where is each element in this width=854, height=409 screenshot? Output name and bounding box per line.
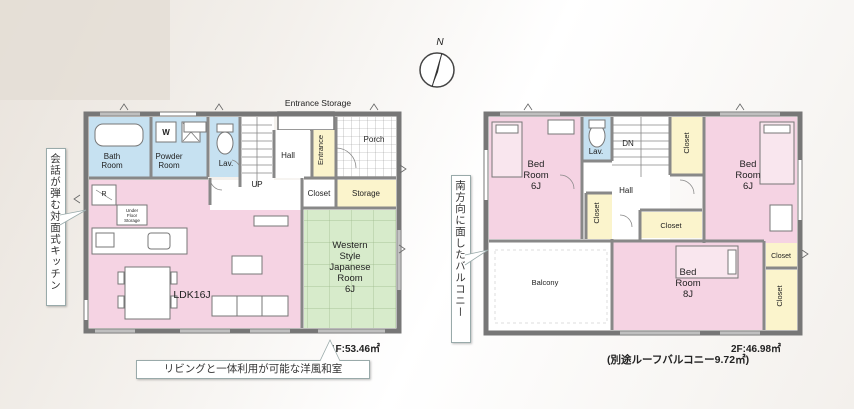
closet-1f	[304, 180, 336, 208]
floor2-plan	[483, 103, 809, 336]
hall-label-2f: Hall	[619, 186, 633, 195]
floor1-area: 1F:53.46㎡	[330, 344, 381, 355]
balcony-callout: 南方向に面したバルコニー	[451, 175, 471, 343]
under-floor-storage	[116, 204, 148, 226]
tv-board	[253, 215, 289, 227]
bed-left-label-3: 6J	[531, 181, 541, 192]
closet-label-2f-middle: Closet	[660, 221, 682, 230]
sink	[147, 232, 171, 250]
lav-label-2f: Lav.	[589, 147, 604, 156]
entrance-1f	[312, 130, 336, 178]
bath-label-2: Room	[101, 161, 123, 170]
japanese-room	[304, 210, 396, 328]
compass-label: N	[436, 37, 444, 48]
washer-label: W	[162, 128, 170, 137]
closet-label-2f-right-top: Closet	[771, 253, 791, 260]
bed-right-label-2: Room	[735, 170, 760, 181]
storage-1f	[336, 180, 396, 208]
desk-2f-right	[769, 204, 793, 232]
closet-label-2f-right-bottom: Closet	[775, 284, 784, 306]
living-callout: リビングと一体利用が可能な洋風和室	[136, 360, 370, 379]
up-label: UP	[251, 180, 262, 189]
closet-2f-left	[586, 193, 612, 239]
sofa	[211, 295, 289, 317]
vanity	[183, 121, 207, 133]
japanese-label-5: 6J	[345, 284, 355, 295]
desk-2f-left	[547, 119, 575, 135]
japanese-label-4: Room	[337, 273, 362, 284]
ldk-label: LDK16J	[173, 289, 210, 301]
closet-label-2f-left: Closet	[592, 201, 601, 223]
bed-lower-label-1: Bed	[680, 267, 697, 278]
roof-balcony-note: (別途ルーフバルコニー9.72㎡)	[607, 354, 750, 366]
dn-label: DN	[622, 139, 634, 148]
closet-label-1f: Closet	[308, 189, 331, 198]
closet-2f-right-bottom	[766, 270, 797, 330]
dining-table	[124, 266, 171, 320]
floor2-area: 2F:46.98㎡	[731, 344, 782, 355]
under-floor-label-3: Storage	[124, 218, 140, 223]
floor1-plan	[73, 103, 407, 334]
japanese-label-2: Style	[339, 251, 360, 262]
washer	[155, 121, 177, 143]
toilet-1f	[216, 131, 234, 155]
bed-lower-label-3: 8J	[683, 289, 693, 300]
coffee-table	[231, 255, 263, 275]
stairs-1f	[242, 117, 272, 187]
stairs-2f	[612, 117, 670, 177]
storage-label-1f: Storage	[352, 189, 381, 198]
closet-2f-right-top	[766, 243, 797, 268]
under-floor-label-1: Under	[126, 208, 139, 213]
balcony-label: Balcony	[532, 278, 559, 287]
lav-label-1f: Lav.	[219, 159, 234, 168]
closet-label-2f-top: Closet	[682, 131, 691, 153]
bathtub	[94, 123, 144, 147]
compass	[419, 52, 455, 88]
japanese-label-1: Western	[332, 240, 367, 251]
closet-2f-top	[670, 117, 704, 175]
kitchen-callout: 会話が弾む対面式キッチン	[46, 148, 66, 306]
closet-2f-middle	[640, 212, 702, 238]
powder-label-2: Room	[158, 161, 180, 170]
hall-1f	[274, 130, 310, 178]
bed-right-label-3: 6J	[743, 181, 753, 192]
bath-label-1: Bath	[104, 152, 120, 161]
entrance-storage-label: Entrance Storage	[285, 98, 351, 108]
entrance-label: Entrance	[316, 135, 325, 165]
bed-right-label-1: Bed	[740, 159, 757, 170]
bed-left-label-1: Bed	[528, 159, 545, 170]
refrigerator-label: R	[101, 191, 106, 198]
under-floor-label-2: Floor	[127, 213, 138, 218]
bed-left-label-2: Room	[523, 170, 548, 181]
bed-lower-label-2: Room	[675, 278, 700, 289]
stove	[95, 232, 115, 248]
background-block	[0, 0, 170, 100]
hall-lower-1f	[210, 180, 302, 210]
hall-label-1f: Hall	[281, 151, 295, 160]
powder-label-1: Powder	[155, 152, 182, 161]
porch-label: Porch	[364, 135, 385, 144]
japanese-label-3: Japanese	[329, 262, 370, 273]
porch	[336, 117, 396, 178]
